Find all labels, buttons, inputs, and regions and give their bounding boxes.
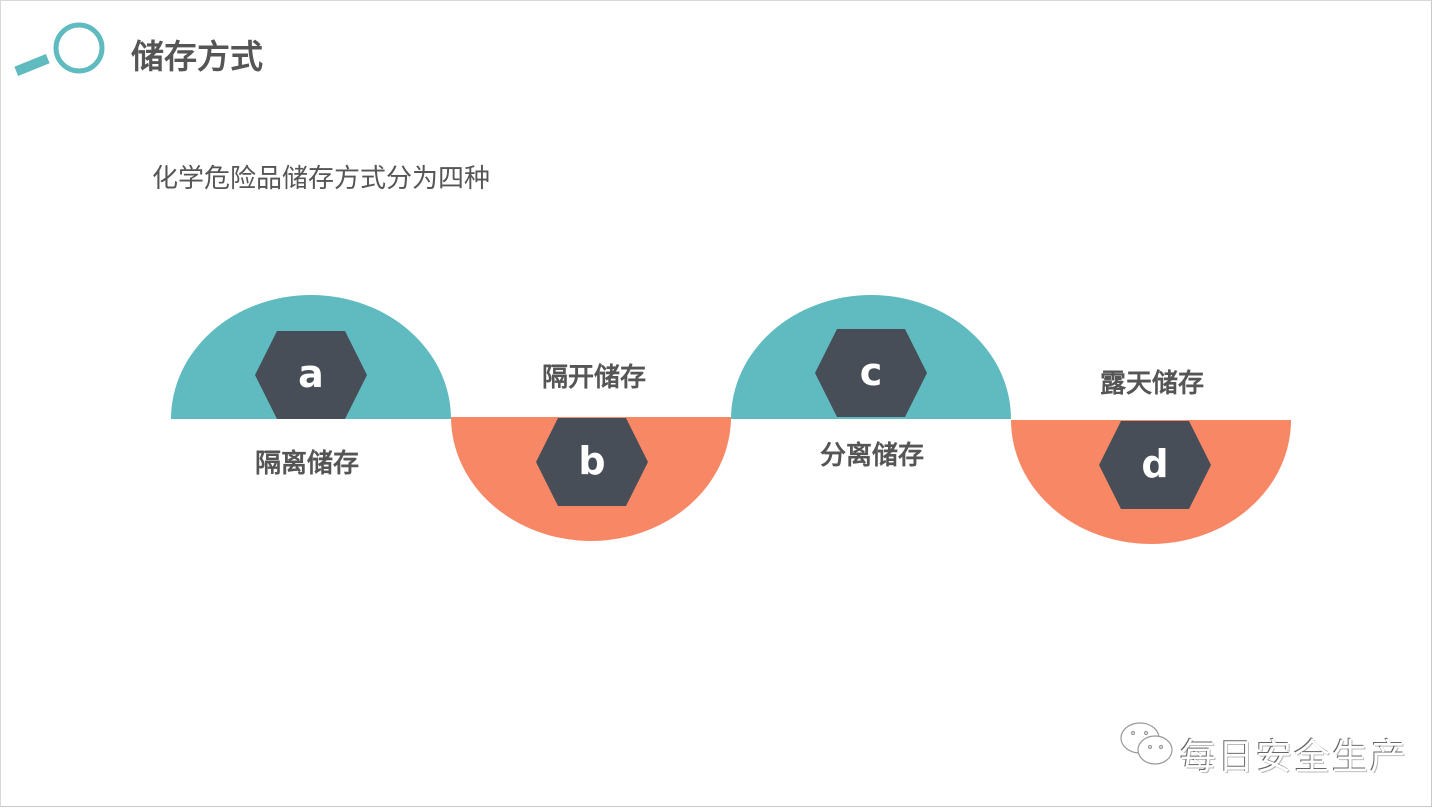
hexagon-d [1099, 421, 1211, 509]
subtitle: 化学危险品储存方式分为四种 [152, 164, 491, 194]
letter-d: d [1141, 442, 1168, 486]
hexagon-a [255, 331, 367, 419]
label-d: 露天储存 [1100, 368, 1204, 399]
hexagon-b [536, 418, 648, 506]
label-c: 分离储存 [820, 440, 924, 471]
letter-c: c [860, 350, 883, 394]
label-a: 隔离储存 [255, 448, 359, 479]
wechat-icon [1120, 722, 1173, 765]
letter-a: a [298, 352, 324, 396]
magnifier-icon [14, 22, 105, 77]
hexagon-c [815, 329, 927, 417]
watermark-text: 每日安全生产 [1180, 737, 1409, 778]
page-title: 储存方式 [131, 37, 263, 76]
letter-b: b [578, 439, 605, 483]
label-b: 隔开储存 [542, 362, 646, 393]
